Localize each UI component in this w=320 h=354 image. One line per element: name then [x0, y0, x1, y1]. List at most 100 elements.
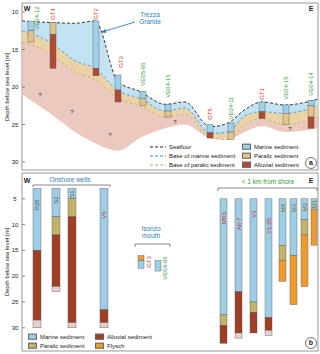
- axis-tick: [22, 124, 25, 125]
- seafloor-line: [22, 21, 318, 127]
- marine-unit: [22, 21, 318, 134]
- legend-swatch: [95, 334, 104, 340]
- compass-label: E: [309, 177, 314, 185]
- log-segment: [100, 188, 108, 309]
- legend-text: Alluvial sediment: [107, 334, 152, 341]
- axis-tick: [22, 224, 25, 225]
- log-segment: [311, 199, 317, 209]
- log-segment: [165, 104, 171, 111]
- well-log: [115, 75, 121, 102]
- log-segment: [250, 302, 257, 312]
- well-log: [228, 123, 234, 140]
- log-segment: [50, 23, 56, 35]
- marine-base-line: [22, 31, 318, 134]
- uncertainty-mark: ?: [288, 126, 291, 133]
- tick-label: 10: [12, 221, 19, 228]
- well-log: [265, 199, 272, 336]
- panel-letter: b: [309, 339, 313, 347]
- log-segment: [33, 320, 41, 328]
- log-segment: [68, 323, 76, 328]
- log-segment: [33, 250, 41, 320]
- legend-item: Flysch: [95, 343, 124, 350]
- log-segment: [290, 256, 297, 305]
- axis-tick: [22, 276, 25, 277]
- well-label: M1: [311, 200, 318, 208]
- well-log: [290, 199, 297, 305]
- group-bracket: [33, 185, 110, 187]
- axis-tick: [22, 302, 25, 303]
- legend-line-sample: [150, 147, 166, 148]
- log-segment: [50, 35, 56, 69]
- well-label: GT2: [93, 8, 100, 20]
- log-segment: [115, 90, 121, 102]
- log-segment: [138, 261, 144, 269]
- well-log: [308, 101, 314, 129]
- place-label: Trezza Grande: [136, 11, 164, 25]
- tick-label: 25: [12, 299, 19, 306]
- log-segment: [52, 287, 60, 292]
- well-label: GT3: [118, 56, 125, 68]
- log-segment: [259, 102, 265, 112]
- well-label: VE04-14: [308, 72, 315, 95]
- log-segment: [220, 199, 227, 315]
- log-segment: [138, 256, 144, 261]
- well-log: [165, 104, 171, 117]
- log-segment: [100, 310, 108, 323]
- log-segment: [250, 199, 257, 302]
- well-label: M4: [279, 204, 286, 212]
- group-bracket: [135, 244, 170, 247]
- log-segment: [93, 21, 99, 68]
- log-segment: [33, 188, 41, 250]
- log-segment: [68, 217, 76, 323]
- uncertainty-mark: ?: [173, 119, 176, 126]
- log-segment: [228, 132, 234, 140]
- legend-swatch: [28, 343, 37, 349]
- well-label: S1: [69, 190, 76, 197]
- well-log: [259, 102, 265, 119]
- log-segment: [279, 261, 286, 282]
- panel-frame: [22, 173, 318, 351]
- well-log: [52, 188, 60, 291]
- tick-label: 10: [12, 9, 19, 16]
- log-segment: [52, 217, 60, 235]
- well-log: [33, 188, 41, 327]
- well-label: VE04-11: [228, 97, 235, 120]
- axis-tick: [22, 87, 25, 88]
- tick-label: 25: [12, 121, 19, 128]
- log-segment: [207, 125, 213, 133]
- log-segment: [100, 323, 108, 328]
- legend-item: Base of paralic sediment: [169, 162, 235, 169]
- log-segment: [235, 292, 242, 333]
- legend-text: Alluvial sediment: [254, 162, 299, 169]
- tick-label: 30: [12, 325, 19, 332]
- legend-text: Paralic sediment: [40, 343, 84, 350]
- axis-tick: [22, 327, 25, 328]
- uncertainty-mark: ?: [70, 109, 73, 116]
- group-bracket: [218, 188, 317, 191]
- uncertainty-mark: ?: [108, 132, 111, 139]
- log-segment: [301, 219, 308, 234]
- panel-frame: [22, 3, 318, 170]
- legend-swatch: [28, 334, 37, 340]
- log-segment: [279, 245, 286, 260]
- well-label: V3: [250, 210, 257, 217]
- well-log: [283, 105, 289, 125]
- log-segment: [52, 188, 60, 216]
- legend-text: Marine sediment: [40, 334, 84, 341]
- well-log: [301, 199, 308, 287]
- log-segment: [140, 98, 146, 106]
- well-label: GT5: [207, 108, 214, 120]
- axis-title: Depth below sea level [m]: [4, 228, 11, 297]
- log-segment: [165, 111, 171, 117]
- group-label: Onshore wells: [49, 176, 90, 183]
- well-log: [93, 21, 99, 76]
- legend-item: Alluvial sediment: [95, 334, 152, 341]
- well-label: VE04-06: [162, 256, 169, 279]
- log-segment: [301, 199, 308, 220]
- log-segment: [308, 117, 314, 128]
- log-segment: [283, 113, 289, 124]
- compass-label: W: [24, 177, 31, 185]
